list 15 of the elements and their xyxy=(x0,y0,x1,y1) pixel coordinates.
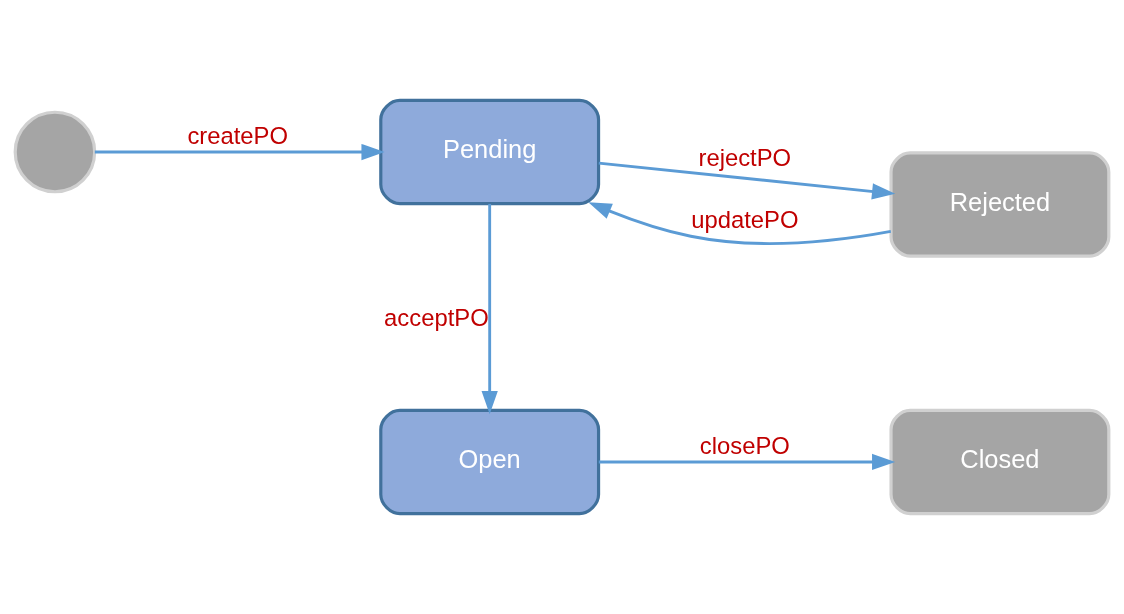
node-box: Open xyxy=(379,408,601,516)
edge-label: updatePO xyxy=(691,206,799,234)
node-box: Rejected xyxy=(889,151,1111,258)
edge-label: acceptPO xyxy=(384,303,489,331)
node-circle xyxy=(13,110,97,194)
arrow xyxy=(481,203,498,415)
node-box: Pending xyxy=(379,98,601,206)
edge-label: createPO xyxy=(187,122,289,150)
arrow xyxy=(598,161,896,200)
edge-label: closePO xyxy=(699,432,790,460)
arrow xyxy=(94,143,385,161)
arrow xyxy=(588,202,892,245)
node-box: Closed xyxy=(889,408,1111,516)
arrow xyxy=(598,453,896,471)
edge-label: rejectPO xyxy=(698,144,792,172)
